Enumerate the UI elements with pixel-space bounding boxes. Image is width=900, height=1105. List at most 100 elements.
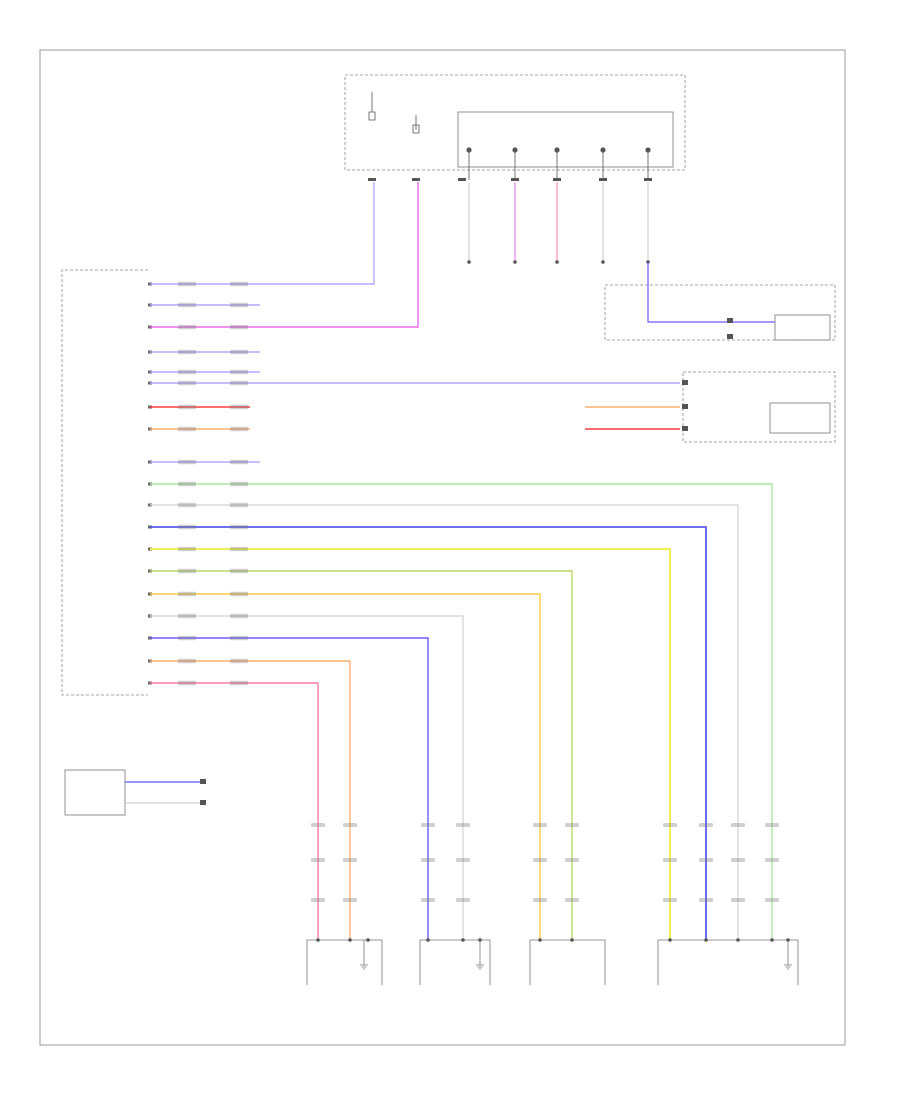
- wire-code-tag: [178, 426, 196, 432]
- wire-code-tag: [663, 858, 677, 862]
- wire-code-tag: [533, 823, 547, 827]
- wire-code-tag: [699, 823, 713, 827]
- wire-code-tag: [230, 680, 248, 686]
- wire-code-tag: [230, 658, 248, 664]
- wire-code-tag: [230, 426, 248, 432]
- wire-code-tag: [178, 404, 196, 410]
- fuse-symbols: [368, 92, 651, 180]
- wire-violet-right-module: [647, 262, 780, 323]
- wire-code-tag: [178, 635, 196, 641]
- wire-code-tag: [663, 898, 677, 902]
- wire-code-tag: [230, 546, 248, 552]
- wire-code-tag: [178, 680, 196, 686]
- wire-green-mid: [150, 570, 573, 940]
- wire-code-tag: [311, 823, 325, 827]
- receiver-pin: [770, 938, 774, 942]
- right-module-pins: [682, 318, 733, 431]
- receiver-pin: [704, 938, 708, 942]
- wire-code-tag: [343, 858, 357, 862]
- wire-code-tag: [178, 481, 196, 487]
- wire-code-tag: [178, 281, 196, 287]
- wire-code-tag: [178, 591, 196, 597]
- wire-code-tag: [230, 502, 248, 508]
- right-side-modules: [604, 262, 836, 443]
- receiver-outline: [657, 939, 799, 985]
- wire-gray-mid: [150, 615, 464, 940]
- wire-code-tag: [533, 898, 547, 902]
- fuse-box-branches: [468, 182, 649, 262]
- body-control-module: [61, 269, 148, 696]
- wire-code-tag: [565, 898, 579, 902]
- wire-code-tag: [230, 481, 248, 487]
- wire-orange-short: [150, 660, 351, 940]
- receiver-outline: [306, 939, 383, 985]
- receiver-module: [529, 938, 606, 985]
- wire-code-tag: [565, 823, 579, 827]
- wire-code-tag: [230, 281, 248, 287]
- receiver-pin: [366, 938, 370, 942]
- wire-code-tag: [230, 635, 248, 641]
- wire-code-tag: [178, 349, 196, 355]
- wire-code-tag: [178, 658, 196, 664]
- receiver-pin: [316, 938, 320, 942]
- wire-code-tag: [421, 823, 435, 827]
- wire-code-tag: [230, 459, 248, 465]
- receiver-pin: [668, 938, 672, 942]
- wire-code-tag: [421, 858, 435, 862]
- wire-code-tag: [178, 324, 196, 330]
- wire-violet-fuse-1: [150, 182, 375, 285]
- wire-code-tag: [230, 613, 248, 619]
- receiver-outline: [529, 939, 606, 985]
- wire-code-tag: [178, 502, 196, 508]
- wire-code-tag: [311, 898, 325, 902]
- wire-code-tag: [699, 858, 713, 862]
- wire-code-tag: [230, 568, 248, 574]
- wire-code-tag: [731, 858, 745, 862]
- wire-code-tag: [178, 302, 196, 308]
- wire-green-long: [150, 483, 773, 940]
- wire-code-tag: [178, 524, 196, 530]
- instrument-panel-cluster: [64, 769, 206, 816]
- wire-code-tag: [230, 324, 248, 330]
- wire-code-tag: [533, 858, 547, 862]
- wire-code-tag: [565, 858, 579, 862]
- wire-yellow-long: [150, 548, 671, 940]
- receiver-pin: [426, 938, 430, 942]
- fuse-box-connector-pins: [368, 178, 652, 181]
- wire-code-tag: [731, 898, 745, 902]
- right-module-outline-2: [682, 371, 836, 443]
- wire-code-tag: [456, 898, 470, 902]
- wire-code-tag: [230, 349, 248, 355]
- wire-code-tag: [456, 858, 470, 862]
- wire-pink-short: [150, 682, 319, 940]
- ground-symbols: [360, 940, 792, 970]
- receiver-module: [306, 938, 383, 985]
- diagram-border: [39, 49, 846, 1046]
- wire-code-tag: [765, 898, 779, 902]
- wire-blue-mid: [150, 637, 429, 940]
- wire-code-tag: [230, 369, 248, 375]
- wire-code-tag: [178, 380, 196, 386]
- wire-code-tag: [230, 404, 248, 410]
- wire-code-tag: [230, 302, 248, 308]
- wire-code-tag: [178, 568, 196, 574]
- receiver-module: [657, 938, 799, 985]
- wire-code-tag: [230, 591, 248, 597]
- wire-code-tag: [765, 858, 779, 862]
- receiver-pin: [461, 938, 465, 942]
- branch-terminals: [467, 260, 650, 264]
- right-module-box-2: [769, 402, 831, 434]
- wire-blue-long: [150, 526, 707, 940]
- receiver-pin: [348, 938, 352, 942]
- wire-yellow-orange-mid: [150, 593, 541, 940]
- wire-code-tag: [311, 858, 325, 862]
- relay-block: [457, 111, 674, 168]
- wire-code-tag: [421, 898, 435, 902]
- fuse-junction-box: [344, 74, 686, 181]
- receivers: [306, 938, 799, 985]
- wire-magenta-fuse-2: [150, 182, 419, 328]
- ipc-box: [64, 769, 126, 816]
- right-module-box-1: [774, 314, 831, 341]
- wire-code-tag: [765, 823, 779, 827]
